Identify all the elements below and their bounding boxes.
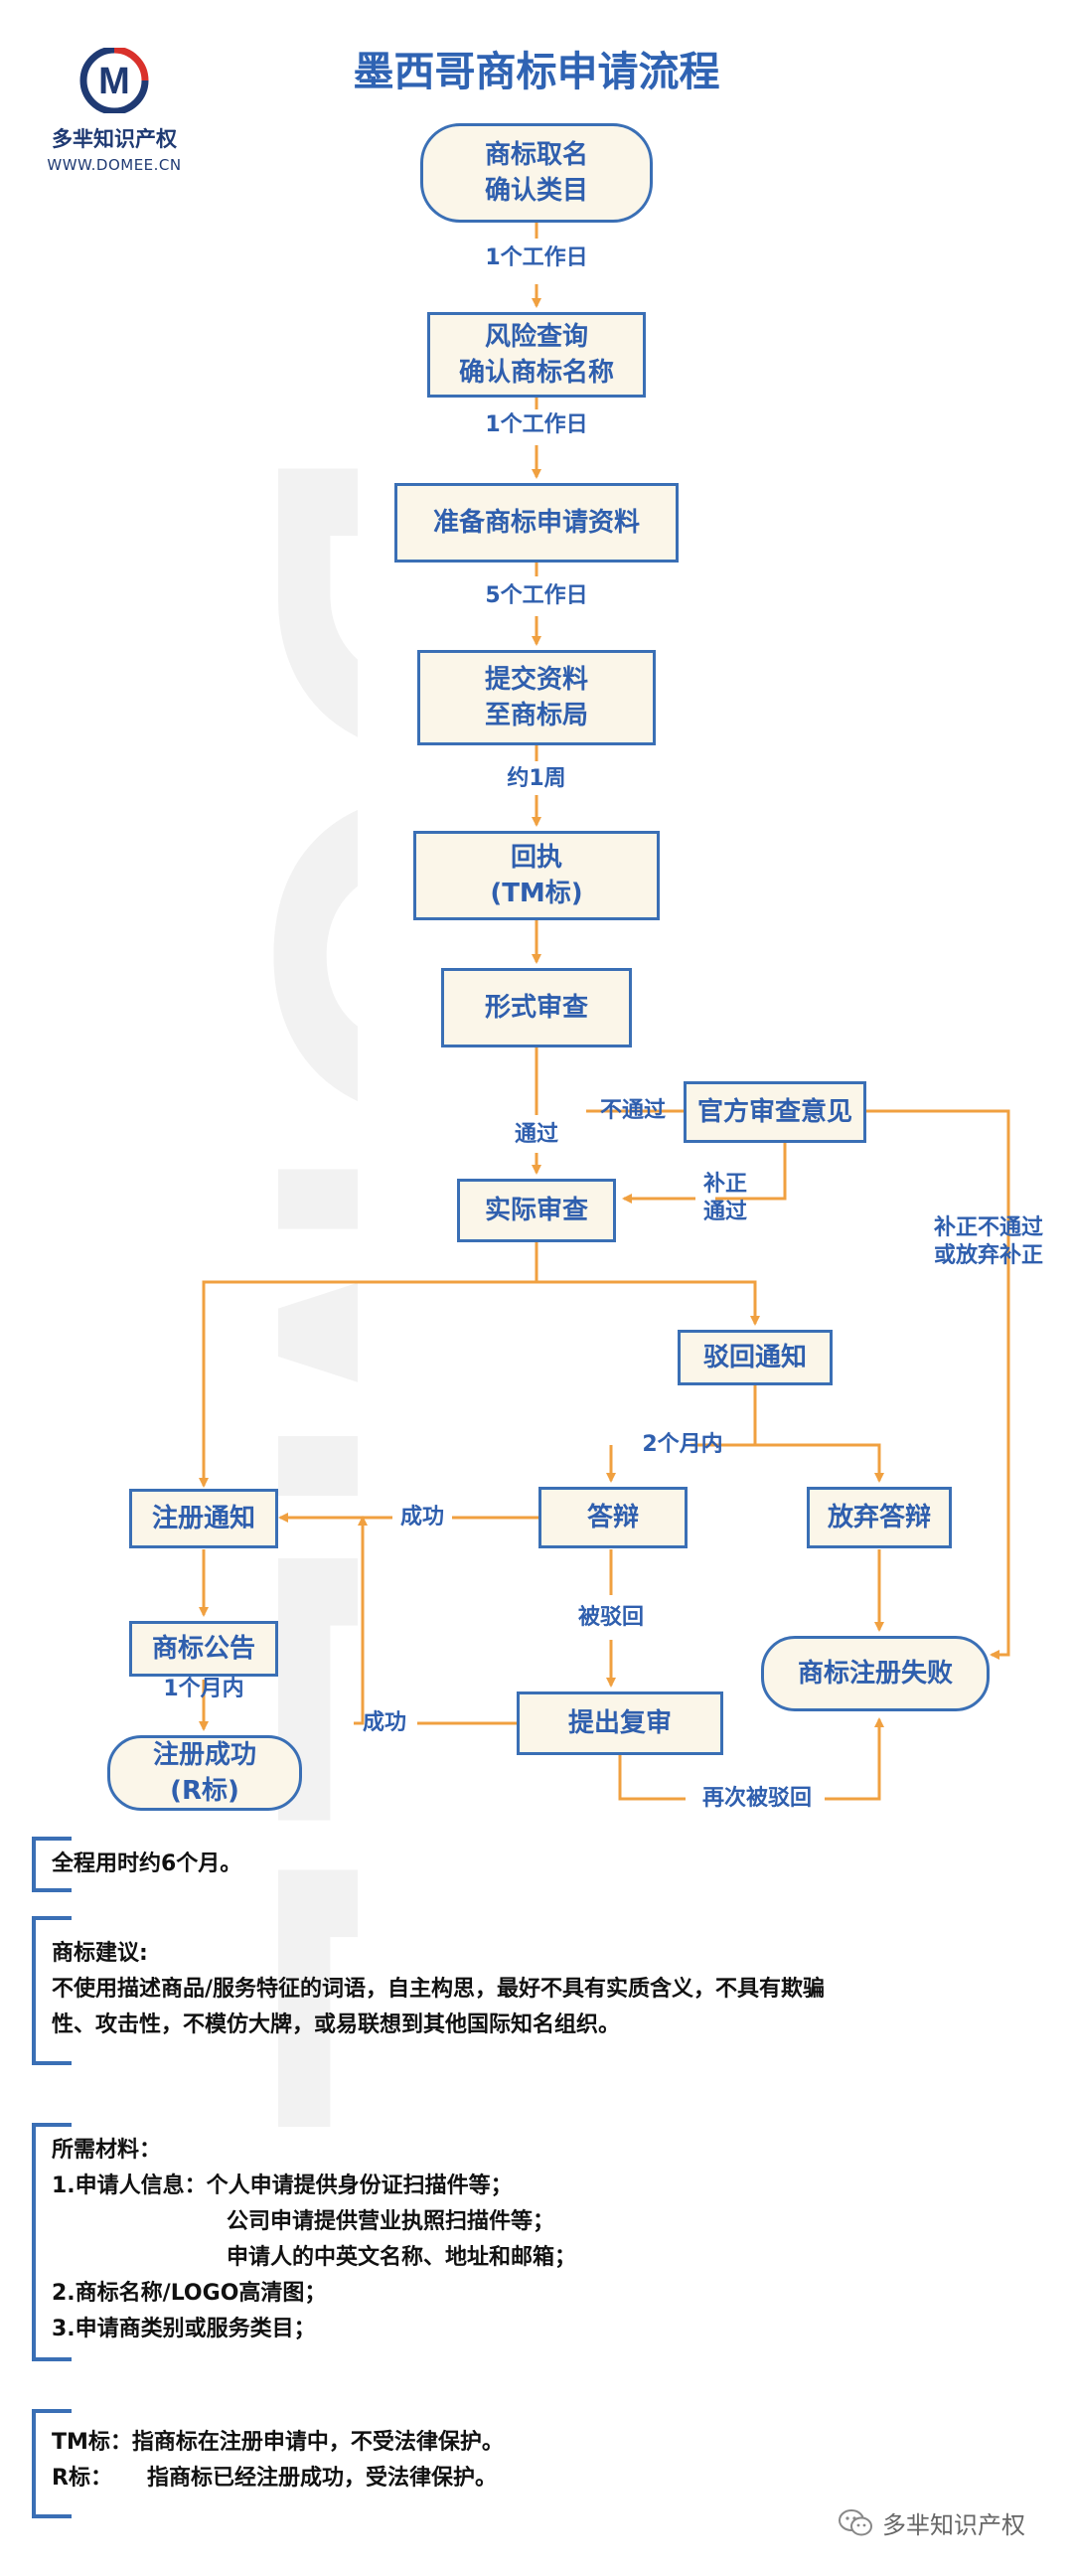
node-publication: 商标公告 [129,1621,278,1677]
node-registration-notice: 注册通知 [129,1489,278,1548]
label-pass: 通过 [514,1122,558,1147]
label-1-workday: 1个工作日 [485,245,588,270]
node-receipt-tm: 回执(TM标) [413,831,660,920]
node-registration-failed: 商标注册失败 [761,1636,990,1711]
node-substantive-exam: 实际审查 [457,1179,616,1242]
node-registration-success: 注册成功(R标) [107,1735,302,1811]
node-risk-search: 风险查询确认商标名称 [427,312,646,398]
label-not-pass: 不通过 [599,1098,666,1123]
label-1-workday-2: 1个工作日 [485,412,588,437]
logo-letter: M [98,61,130,102]
connector-20 [618,1719,879,1801]
label-5-workdays: 5个工作日 [485,583,588,608]
note-advice: 商标建议: 不使用描述商品/服务特征的词语，自主构思，最好不具有实质含义，不具有… [32,1916,1025,2065]
page-title: 墨西哥商标申请流程 [353,48,720,95]
company-name: 多芈知识产权 [52,127,177,151]
label-success-1: 成功 [399,1505,444,1530]
label-about-1-week: 约1周 [507,766,566,791]
node-defense: 答辩 [538,1487,688,1548]
label-2-months: 2个月内 [642,1432,723,1457]
connector-10 [199,1242,538,1488]
connector-8 [624,1143,787,1199]
note-tm-r: TM标：指商标在注册申请中，不受法律保护。 R标：指商标已经注册成功，受法律保护… [32,2409,1025,2518]
label-1-month: 1个月内 [163,1677,244,1701]
node-abandon-defense: 放弃答辩 [807,1487,952,1548]
node-rejection-notice: 驳回通知 [678,1330,833,1385]
footer-watermark: 多芈知识产权 [839,2505,1025,2540]
node-prepare-docs: 准备商标申请资料 [394,483,679,563]
node-official-opinion: 官方审查意见 [684,1081,866,1143]
company-logo: M 多芈知识产权 WWW.DOMEE.CN [40,46,189,174]
company-url: WWW.DOMEE.CN [47,156,182,174]
footer-text: 多芈知识产权 [882,2511,1025,2539]
label-rejected: 被驳回 [577,1605,644,1630]
logo-mark-icon: M [79,46,149,115]
label-success-2: 成功 [362,1710,406,1735]
label-rejected-again: 再次被驳回 [701,1786,812,1811]
connector-13 [755,1443,884,1483]
connector-19 [354,1518,517,1725]
label-correction-fail: 补正不通过 或放弃补正 [933,1215,1043,1268]
label-correction-pass: 补正 通过 [702,1172,747,1224]
wechat-icon [839,2508,872,2535]
connector-9 [866,1109,1010,1660]
node-naming: 商标取名确认类目 [420,123,653,223]
connector-11 [536,1280,760,1326]
node-formal-exam: 形式审查 [441,968,632,1047]
node-review-request: 提出复审 [517,1691,723,1755]
note-duration: 全程用时约6个月。 [32,1837,1025,1892]
note-materials: 所需材料： 1.申请人信息：个人申请提供身份证扫描件等； 公司申请提供营业执照扫… [32,2123,1025,2361]
node-submit: 提交资料至商标局 [417,650,656,745]
